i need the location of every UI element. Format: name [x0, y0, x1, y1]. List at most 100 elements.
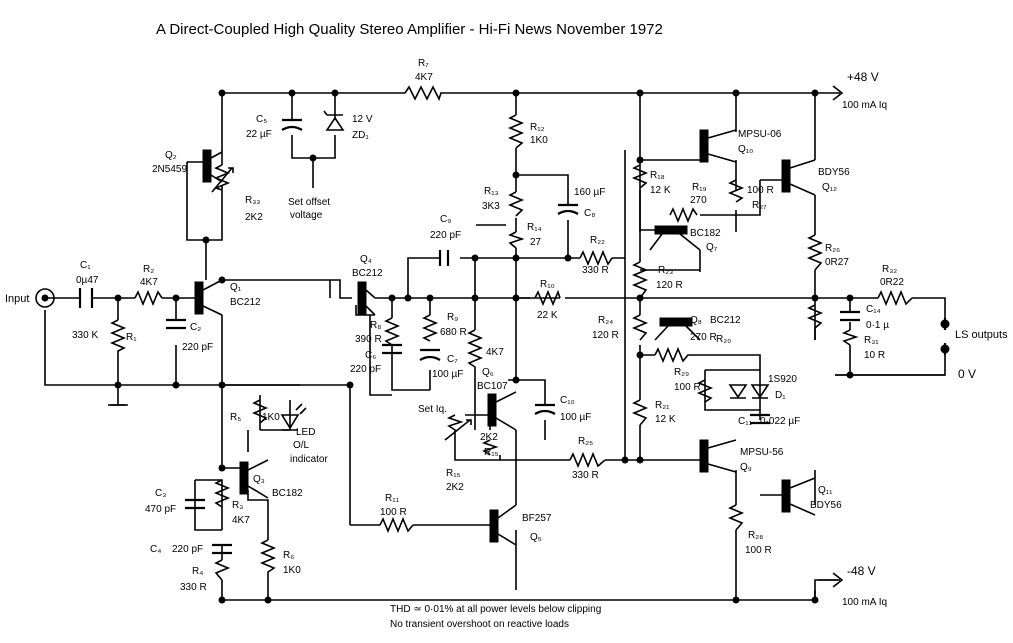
- label-r28-val: 100 R: [745, 545, 772, 556]
- label-r3-val: 4K7: [232, 515, 250, 526]
- label-c14-val: 0·1 µ: [866, 320, 889, 331]
- label-q1-type: BC212: [230, 297, 261, 308]
- preset-pot-r33-icon: [211, 167, 234, 193]
- junctions: [114, 89, 854, 604]
- label-c8-name: C₈: [584, 208, 595, 219]
- transistor-q3: [239, 459, 269, 499]
- transistor-q1: [194, 279, 223, 316]
- labels: +48 V 100 mA Iq -48 V 100 mA Iq 0 V Inpu…: [5, 58, 1008, 630]
- voltage-label: voltage: [290, 210, 323, 221]
- resistor-r8: [383, 317, 401, 346]
- label-r32-name: R₃₂: [882, 264, 897, 275]
- label-r12-val: 1K0: [530, 135, 548, 146]
- resistor-r23: [631, 261, 649, 299]
- label-c14-name: C₁₄: [866, 304, 881, 315]
- label-c1-val: 0µ47: [76, 275, 99, 286]
- output-label: LS outputs: [955, 329, 1008, 341]
- resistor-r15: [446, 414, 464, 435]
- label-q8-type: BC212: [710, 315, 741, 326]
- transistor-q12: [781, 159, 816, 196]
- label-r4-val: 330 R: [180, 582, 207, 593]
- label-c10-val: 100 µF: [560, 412, 591, 423]
- transistor-q2: [202, 149, 223, 183]
- label-c3-val: 470 pF: [145, 504, 176, 515]
- label-q12-type: BDY56: [818, 167, 850, 178]
- label-q9-type: MPSU-56: [740, 447, 784, 458]
- capacitor-c2: [166, 318, 186, 330]
- label-r-4k7-val: 4K7: [486, 347, 504, 358]
- label-c8-val: 160 µF: [574, 187, 605, 198]
- capacitor-c14: [840, 310, 860, 322]
- label-q5-type: BF257: [522, 513, 552, 524]
- label-r10-name: R₁₀: [540, 279, 555, 290]
- label-r31-name: R₃₁: [864, 335, 879, 346]
- label-r22-val: 330 R: [582, 265, 609, 276]
- symbols: [35, 110, 950, 441]
- label-q4-type: BC212: [352, 268, 383, 279]
- label-r14-name: R₁₄: [527, 222, 542, 233]
- transistor-q6: [487, 391, 517, 431]
- resistor-r15b: [481, 439, 499, 456]
- transistor-q5: [489, 504, 517, 546]
- label-r6-val: 1K0: [283, 565, 301, 576]
- resistor-r7: [404, 85, 442, 102]
- label-q11-name: Q₁₁: [818, 485, 833, 496]
- label-r24-val: 120 R: [592, 330, 619, 341]
- label-q3-name: Q₃: [253, 474, 265, 485]
- label-r27-name: R₂₇: [752, 200, 767, 211]
- label-c4-val: 220 pF: [172, 544, 203, 555]
- resistor-r4: [214, 559, 231, 581]
- label-r15-val: 2K2: [446, 482, 464, 493]
- label-c5-val: 22 µF: [246, 129, 272, 140]
- input-jack-icon: [35, 288, 55, 308]
- label-r20-val: 270 R: [690, 332, 717, 343]
- label-r4-name: R₄: [192, 566, 203, 577]
- label-r1-name: R₁: [126, 332, 137, 343]
- label-d1-type: 1S920: [768, 374, 797, 385]
- label-c7-name: C₇: [447, 354, 458, 365]
- label-c5-name: C₅: [256, 114, 267, 125]
- label-r14-val: 27: [530, 237, 542, 248]
- label-r32-val: 0R22: [880, 277, 904, 288]
- label-d1-name: D₁: [775, 390, 786, 401]
- label-q3-type: BC182: [272, 488, 303, 499]
- label-q2-type: 2N5459: [152, 164, 187, 175]
- label-r5-val: 1K0: [262, 412, 280, 423]
- resistor-r5: [251, 399, 269, 424]
- label-r26-name: R₂₆: [825, 243, 840, 254]
- label-r33-name: R₃₃: [245, 195, 260, 206]
- resistor-r27: [727, 179, 745, 203]
- label-r11-val: 100 R: [380, 507, 407, 518]
- neg-rail-label: -48 V: [847, 564, 876, 578]
- label-r2-val: 4K7: [140, 277, 158, 288]
- label-r29-val: 100 R: [674, 382, 701, 393]
- capacitor-c6: [382, 343, 402, 355]
- transistor-q9: [699, 439, 737, 473]
- label-r15b-val: 2K2: [480, 432, 498, 443]
- led-ol-label: O/L: [293, 440, 310, 451]
- label-q7-name: Q₇: [706, 242, 718, 253]
- capacitor-c8: [557, 203, 579, 215]
- label-r1-val: 330 K: [72, 330, 98, 341]
- zener-diode-icon: [323, 110, 345, 131]
- diode-d1-icon: [750, 384, 770, 399]
- label-c11-val: 0·022 µF: [760, 416, 800, 427]
- led-label: LED: [296, 427, 315, 438]
- label-c2-val: 220 pF: [182, 342, 213, 353]
- label-r22-name: R₂₂: [590, 235, 605, 246]
- label-zd1-val: 12 V: [352, 114, 373, 125]
- resistor-r6: [259, 539, 277, 585]
- capacitor-c9: [438, 250, 450, 266]
- label-r3-name: R₃: [232, 500, 243, 511]
- resistor-r12: [507, 114, 525, 149]
- capacitor-c5: [281, 118, 303, 131]
- label-r31-val: 10 R: [864, 350, 885, 361]
- transistor-q8: [654, 317, 701, 341]
- label-r28-name: R₂₈: [748, 530, 763, 541]
- note-overshoot: No transient overshoot on reactive loads: [390, 619, 569, 630]
- label-r15-name: R₁₅: [484, 447, 499, 458]
- resistor-r10: [534, 289, 561, 307]
- label-c9-val: 220 pF: [430, 230, 461, 241]
- label-r10-val: 22 K: [537, 310, 558, 321]
- resistor-output-upper: [806, 304, 824, 340]
